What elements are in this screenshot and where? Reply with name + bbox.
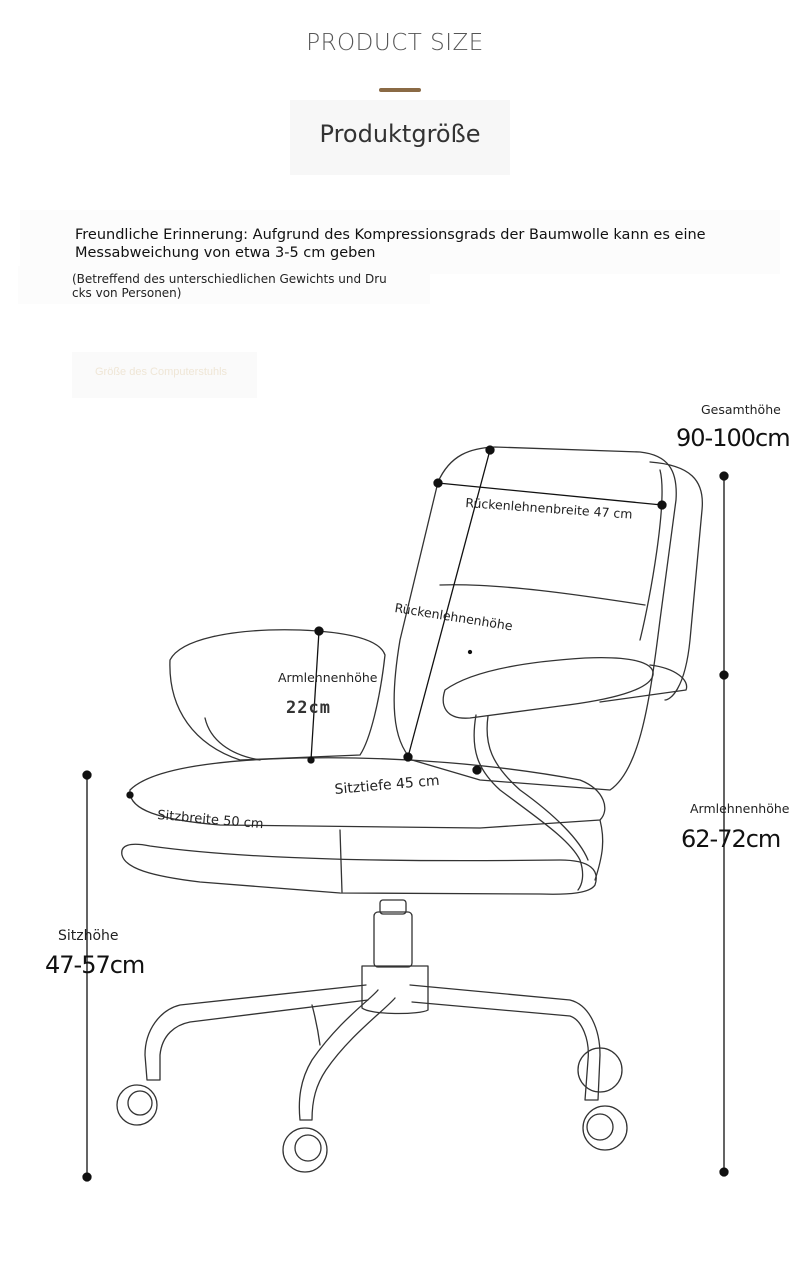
seat-height-value: 47-57cm [45,951,145,979]
wheel-right [582,1105,628,1151]
backrest-height-line [407,449,491,758]
left-armrest-bottom [204,717,261,761]
seat-height-label: Sitzhöhe [58,928,119,944]
armrest-inner-value: 22cm [286,698,331,718]
seat-front [121,843,597,895]
backrest-seam [639,469,663,641]
seat-seam [339,829,343,893]
leg-front [298,989,396,1121]
page-header-title: PRODUCT SIZE [306,30,484,56]
chair-label: Größe des Computerstuhls [95,366,228,378]
seat-side [594,819,604,881]
subtitle-background [290,100,510,175]
seat-top [129,757,606,829]
leg-left [144,984,369,1081]
header-accent-bar [379,88,421,92]
armrest-inner-label: Armlehnenhöhe [278,670,378,685]
total-height-label: Gesamthöhe [701,402,781,417]
wheel-left [116,1084,158,1126]
armrest-outer-value: 62-72cm [681,825,781,853]
backrest-width-line [437,482,663,506]
armrest-outer-label: Armlehnenhöhe [690,801,790,816]
right-armrest-pad [442,656,654,719]
armrest-inner-line [310,630,320,761]
right-armrest-back [599,664,688,703]
wheel-front [282,1127,328,1173]
right-armrest-bar [473,714,584,891]
total-height-value: 90-100cm [676,424,790,452]
note-background [18,266,430,304]
leg-back [311,1004,321,1046]
reminder-text: Freundliche Erinnerung: Aufgrund des Kom… [75,227,706,261]
cylinder-cap [379,899,407,915]
leg-right [409,984,601,1101]
backrest-side [649,461,704,701]
reminder-note: (Betreffend des unterschiedlichen Gewich… [72,272,387,300]
chair-label-background [72,352,257,398]
reminder-background [20,210,780,274]
right-armrest-arm [486,715,589,861]
wheel-back-right [577,1047,623,1093]
base-hub [361,965,429,1015]
gas-cylinder [373,911,413,968]
left-armrest [169,629,386,761]
backrest-horizontal-seam [439,584,646,606]
page-subtitle: Produktgröße [319,120,481,148]
